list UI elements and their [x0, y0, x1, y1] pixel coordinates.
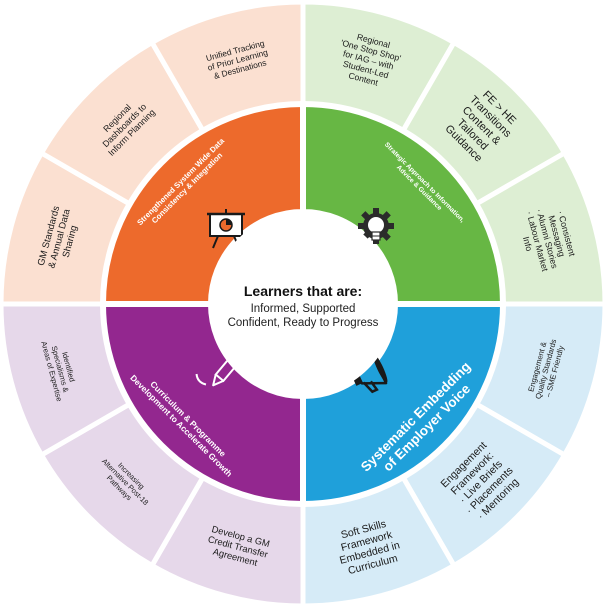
- outer-item-iag-3-line-5: Info: [521, 235, 534, 252]
- center-line-1: Informed, Supported: [251, 303, 356, 315]
- center-circle: [211, 212, 395, 396]
- center-hub: Learners that are: Informed, Supported C…: [211, 212, 395, 396]
- center-title: Learners that are:: [244, 283, 362, 299]
- inner-ring: Strengthened System Wide DataConsistency…: [99, 100, 507, 508]
- megaphone-icon: [351, 352, 388, 394]
- center-line-2: Confident, Ready to Progress: [228, 317, 379, 329]
- gear-lightbulb-icon: [358, 208, 394, 244]
